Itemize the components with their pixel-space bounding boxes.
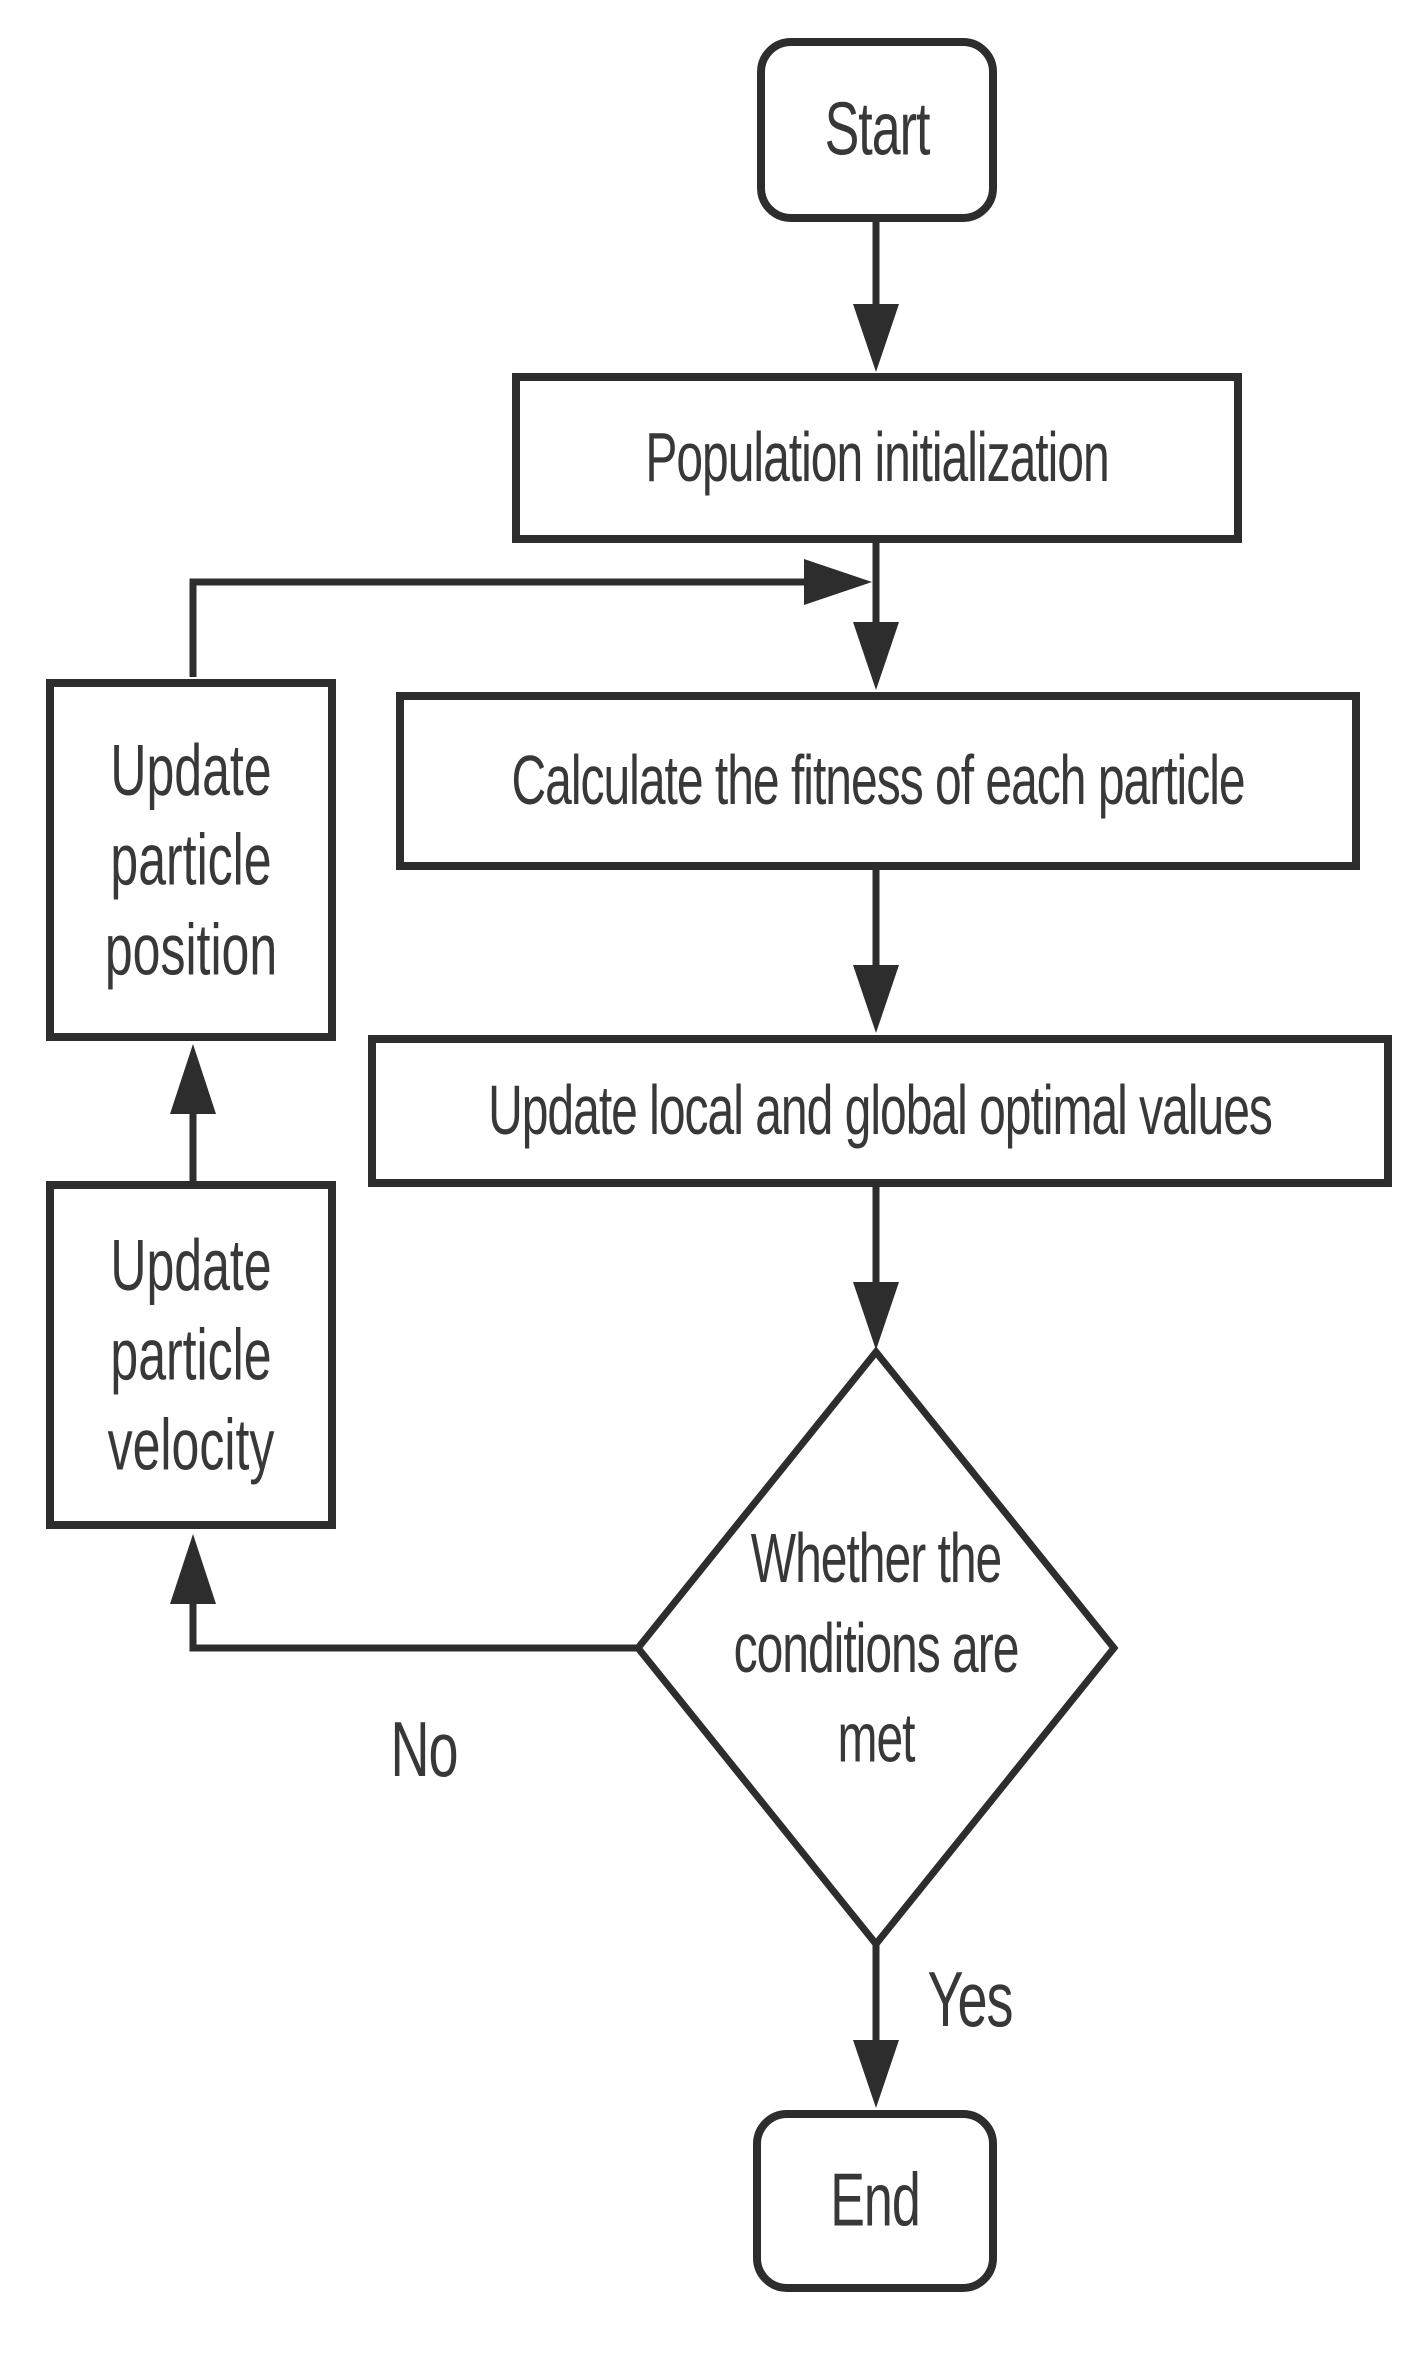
node-update-optimal-values: Update local and global optimal values (368, 1035, 1392, 1187)
edge-label-yes: Yes (927, 1956, 1013, 2044)
node-population-initialization: Population initialization (512, 373, 1242, 543)
arrowhead-down-icon (853, 965, 899, 1033)
edge-label-no: No (390, 1706, 458, 1794)
node-end: End (753, 2110, 997, 2292)
node-decision-label: Whether the conditions are met (733, 1520, 1020, 1778)
arrowhead-down-icon (853, 2040, 899, 2108)
node-update-particle-velocity: Update particle velocity (46, 1181, 336, 1529)
edge-decision-no-to-velocity (189, 1604, 638, 1652)
arrowhead-down-icon (853, 622, 899, 690)
arrowhead-down-icon (853, 1282, 899, 1350)
node-end-label: End (830, 2158, 921, 2244)
node-population-initialization-label: Population initialization (645, 419, 1109, 497)
node-update-particle-position-label: Update particle position (104, 729, 278, 991)
decision-diamond-shape (633, 1346, 1119, 1950)
node-calculate-fitness: Calculate the fitness of each particle (396, 692, 1360, 870)
node-update-particle-position: Update particle position (46, 679, 336, 1041)
arrowhead-up-icon (170, 1044, 216, 1114)
arrowhead-right-icon (804, 559, 872, 605)
node-update-particle-velocity-label: Update particle velocity (107, 1224, 275, 1486)
node-start-label: Start (824, 87, 931, 173)
arrowhead-down-icon (853, 304, 899, 372)
node-update-optimal-values-label: Update local and global optimal values (488, 1072, 1273, 1150)
arrowhead-up-icon (170, 1534, 216, 1604)
edge-loop-position-to-junction (189, 578, 806, 677)
node-calculate-fitness-label: Calculate the fitness of each particle (511, 742, 1245, 820)
node-start: Start (757, 38, 997, 222)
